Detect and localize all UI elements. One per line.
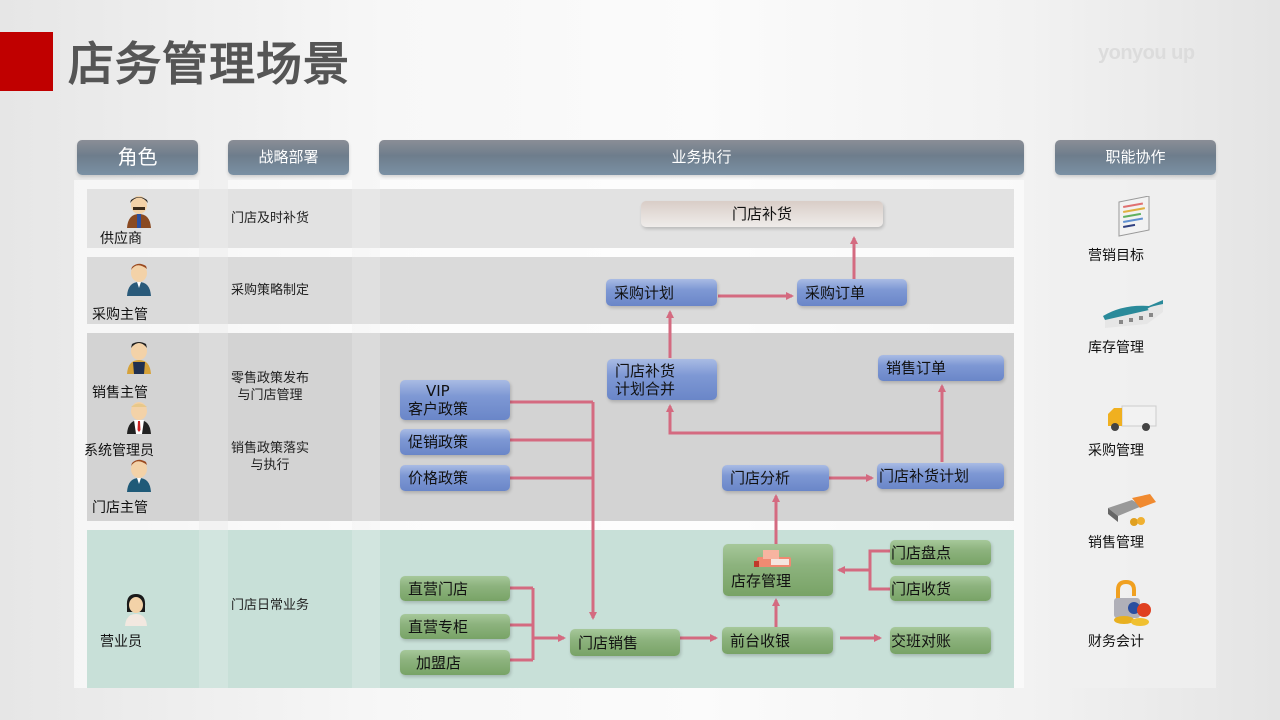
title-accent-bar xyxy=(0,32,53,91)
flow-vip-policy: VIP 客户政策 xyxy=(400,380,510,420)
flow-stock-mgmt: 店存管理 xyxy=(723,544,833,596)
column-separator xyxy=(199,189,228,688)
role-label: 系统管理员 xyxy=(84,443,154,459)
system-admin-avatar xyxy=(124,400,154,434)
role-label: 门店主管 xyxy=(92,500,148,516)
function-label: 销售管理 xyxy=(1088,535,1144,551)
flow-store-analysis: 门店分析 xyxy=(722,465,829,491)
sales-register-icon xyxy=(1108,494,1156,526)
header-roles: 角色 xyxy=(77,140,198,175)
strategy-label: 采购策略制定 xyxy=(230,283,309,298)
strategy-label-line1: 零售政策发布 xyxy=(230,371,309,386)
finance-lock-icon xyxy=(1114,580,1151,626)
brand-logo: yonyou up xyxy=(1098,42,1195,64)
strategy-label-line2: 与门店管理 xyxy=(237,388,303,403)
function-label: 营销目标 xyxy=(1088,248,1144,264)
flow-store-count: 门店盘点 xyxy=(890,540,991,565)
page-title: 店务管理场景 xyxy=(68,37,350,91)
purchasing-manager-avatar xyxy=(124,262,154,296)
flow-promo-policy: 促销政策 xyxy=(400,429,510,455)
strategy-label-line2: 与执行 xyxy=(250,458,290,473)
marketing-target-icon xyxy=(1118,196,1150,237)
flow-purchase-plan: 采购计划 xyxy=(606,279,717,306)
sales-manager-avatar xyxy=(124,340,154,374)
function-label: 财务会计 xyxy=(1088,634,1144,650)
role-label: 营业员 xyxy=(100,634,142,650)
flow-sales-order: 销售订单 xyxy=(878,355,1004,381)
function-label: 采购管理 xyxy=(1088,443,1144,459)
clerk-avatar xyxy=(121,592,151,626)
flow-vip-line1: VIP xyxy=(426,382,450,400)
column-separator xyxy=(352,189,380,688)
role-label: 销售主管 xyxy=(92,385,148,401)
flow-franchise: 加盟店 xyxy=(400,650,510,675)
header-execution: 业务执行 xyxy=(379,140,1024,175)
flow-stock-mgmt-label: 店存管理 xyxy=(731,572,792,590)
header-strategy: 战略部署 xyxy=(228,140,349,175)
flow-replenish-merge-line2: 计划合并 xyxy=(615,379,676,398)
strategy-label: 零售政策发布 与门店管理 xyxy=(224,370,316,404)
cash-register-icon xyxy=(754,550,791,567)
flow-direct-store: 直营门店 xyxy=(400,576,510,601)
strategy-label: 门店及时补货 xyxy=(230,211,309,226)
band-store xyxy=(87,530,1014,688)
flow-purchase-order: 采购订单 xyxy=(797,279,907,306)
flow-store-sales: 门店销售 xyxy=(570,629,680,656)
flow-vip-line2: 客户政策 xyxy=(408,400,469,418)
flow-store-replenish: 门店补货 xyxy=(641,201,883,227)
function-label: 库存管理 xyxy=(1088,340,1144,356)
flow-direct-counter: 直营专柜 xyxy=(400,614,510,639)
flow-replenish-merge-line1: 门店补货 xyxy=(615,361,676,380)
strategy-label: 销售政策落实 与执行 xyxy=(224,440,316,474)
strategy-label: 门店日常业务 xyxy=(230,598,309,613)
role-label: 供应商 xyxy=(100,231,142,247)
flow-price-policy: 价格政策 xyxy=(400,465,510,491)
flow-front-cashier: 前台收银 xyxy=(722,627,833,654)
warehouse-icon xyxy=(1103,300,1163,328)
flow-shift-reconcile: 交班对账 xyxy=(890,627,991,654)
supplier-avatar xyxy=(124,194,154,228)
flow-replenish-merge: 门店补货 计划合并 xyxy=(607,359,717,400)
flow-replenish-plan: 门店补货计划 xyxy=(877,463,1004,489)
flow-store-receive: 门店收货 xyxy=(890,576,991,601)
header-functions: 职能协作 xyxy=(1055,140,1216,175)
truck-icon xyxy=(1108,405,1157,431)
strategy-label-line1: 销售政策落实 xyxy=(230,441,309,456)
role-label: 采购主管 xyxy=(92,307,148,323)
store-manager-avatar xyxy=(124,458,154,492)
